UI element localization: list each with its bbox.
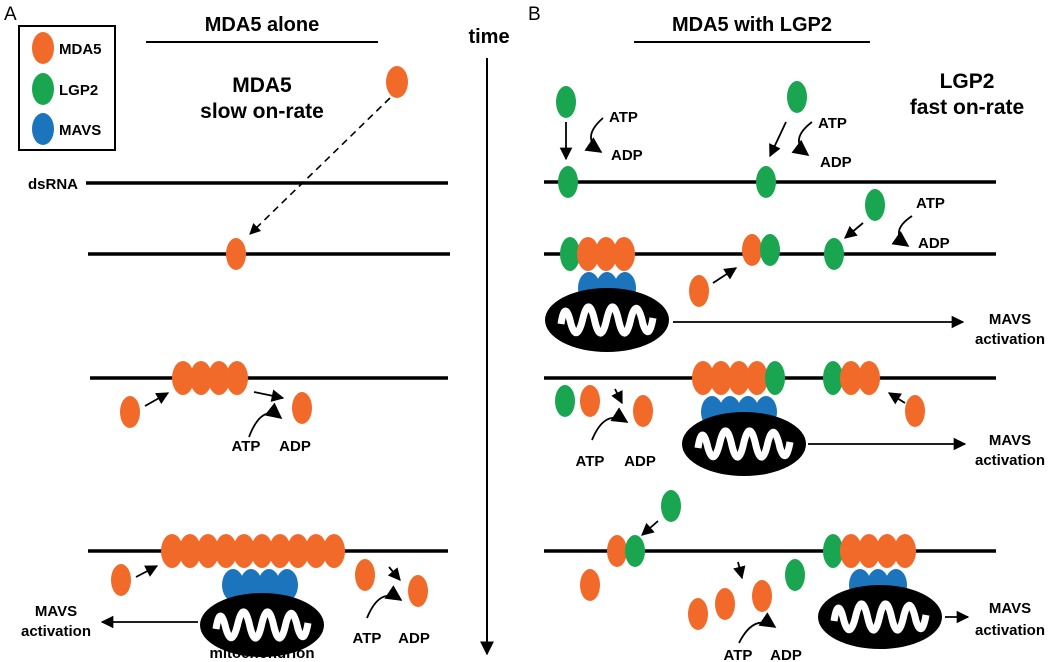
adp-label: ADP — [918, 235, 950, 252]
atp-label: ATP — [353, 630, 382, 647]
bind-arrow — [712, 267, 738, 284]
adp-label: ADP — [820, 154, 852, 171]
mavs-activation-line1: MAVS — [989, 432, 1031, 449]
legend-lgp2-label: LGP2 — [59, 82, 98, 99]
adp-label: ADP — [611, 147, 643, 164]
release-arrow — [733, 561, 746, 580]
mavs-cluster — [222, 569, 298, 601]
mda5-filament-short — [172, 361, 248, 395]
release-arrow — [253, 389, 285, 402]
atp-label: ATP — [916, 195, 945, 212]
lgp2-bound — [625, 535, 645, 567]
lgp2-free — [661, 490, 681, 522]
lgp2-bound — [756, 166, 776, 198]
release-arrow — [387, 566, 401, 581]
lgp2-released — [555, 385, 575, 417]
mda5-free — [120, 396, 140, 428]
mavs-activation-line2: activation — [21, 623, 91, 640]
atp-label: ATP — [232, 438, 261, 455]
mavs-activation-line2: activation — [975, 622, 1045, 639]
atp-hydrolysis-arrow — [791, 121, 813, 156]
atp-hydrolysis-arrow — [891, 215, 913, 247]
panel-a-subtitle-line2: slow on-rate — [200, 100, 324, 123]
mavs-activation-line2: activation — [975, 331, 1045, 348]
mda5-bound — [607, 535, 627, 567]
mitochondrion-icon — [682, 412, 806, 476]
adp-label: ADP — [398, 630, 430, 647]
mda5-bound — [226, 238, 246, 270]
mda5-free — [386, 66, 408, 98]
lgp2-free — [865, 189, 885, 221]
mda5-free — [111, 564, 131, 596]
bind-arrow — [887, 392, 906, 405]
mda5-lgp2-filament — [560, 237, 635, 271]
mavs-activation-line2: activation — [975, 452, 1045, 469]
mda5-lgp2-filament — [692, 361, 785, 395]
lgp2-free — [556, 86, 576, 118]
lgp2-mda5-filament — [823, 534, 916, 568]
panel-b-subtitle-line1: LGP2 — [940, 70, 995, 93]
mda5-bound — [742, 234, 762, 266]
atp-hydrolysis-arrow — [738, 612, 777, 644]
panel-b-subtitle-line2: fast on-rate — [910, 96, 1024, 119]
mda5-released — [408, 575, 428, 607]
dsrna-label: dsRNA — [28, 176, 78, 193]
bind-arrow — [844, 222, 864, 239]
atp-label: ATP — [576, 453, 605, 470]
lgp2-released — [785, 559, 805, 591]
legend-mda5-swatch — [32, 32, 54, 64]
mda5-released — [633, 395, 653, 427]
mda5-released — [752, 580, 772, 612]
mitochondrion-icon — [545, 288, 669, 352]
legend-mavs-swatch — [32, 113, 54, 145]
lgp2-bound — [824, 238, 844, 270]
mda5-free — [689, 275, 709, 307]
bind-arrow — [641, 520, 659, 536]
mda5-released — [580, 385, 600, 417]
mda5-free — [905, 395, 925, 427]
atp-label: ATP — [724, 647, 753, 662]
mda5-released — [355, 559, 375, 591]
mitochondrion-icon — [818, 585, 942, 649]
bind-arrow — [769, 121, 787, 158]
mda5-filament-long — [161, 534, 345, 568]
lgp2-bound — [760, 234, 780, 266]
atp-label: ATP — [818, 115, 847, 132]
adp-label: ADP — [624, 453, 656, 470]
mavs-activation-line1: MAVS — [35, 603, 77, 620]
dashed-binding-arrow — [249, 97, 391, 235]
lgp2-mda5-capped — [823, 361, 880, 395]
mda5-released — [715, 588, 735, 620]
adp-label: ADP — [770, 647, 802, 662]
atp-hydrolysis-arrow — [248, 402, 283, 438]
atp-hydrolysis-arrow — [591, 407, 629, 441]
mda5-released — [688, 598, 708, 630]
mitochondrion-label: mitochondrion — [210, 645, 315, 662]
panel-a-letter: A — [4, 4, 17, 25]
lgp2-free — [787, 81, 807, 113]
legend-lgp2-swatch — [32, 73, 54, 105]
legend-mda5-label: MDA5 — [59, 41, 102, 58]
release-arrow — [611, 388, 623, 405]
adp-label: ADP — [279, 438, 311, 455]
panel-a-title: MDA5 alone — [205, 14, 319, 36]
mda5-released — [292, 392, 312, 424]
bind-arrow — [135, 565, 159, 578]
atp-hydrolysis-arrow — [366, 585, 403, 619]
panel-a-subtitle-line1: MDA5 — [232, 74, 292, 97]
time-label: time — [468, 26, 509, 48]
legend: MDA5 LGP2 MAVS — [18, 25, 116, 151]
atp-hydrolysis-arrow — [584, 117, 604, 153]
panel-b-title: MDA5 with LGP2 — [672, 14, 832, 36]
atp-label: ATP — [609, 109, 638, 126]
panel-b-letter: B — [528, 4, 541, 25]
mavs-activation-line1: MAVS — [989, 600, 1031, 617]
lgp2-bound — [558, 166, 578, 198]
mda5-free — [580, 569, 600, 601]
legend-mavs-label: MAVS — [59, 122, 101, 139]
mavs-activation-line1: MAVS — [989, 311, 1031, 328]
bind-arrow — [144, 392, 170, 407]
